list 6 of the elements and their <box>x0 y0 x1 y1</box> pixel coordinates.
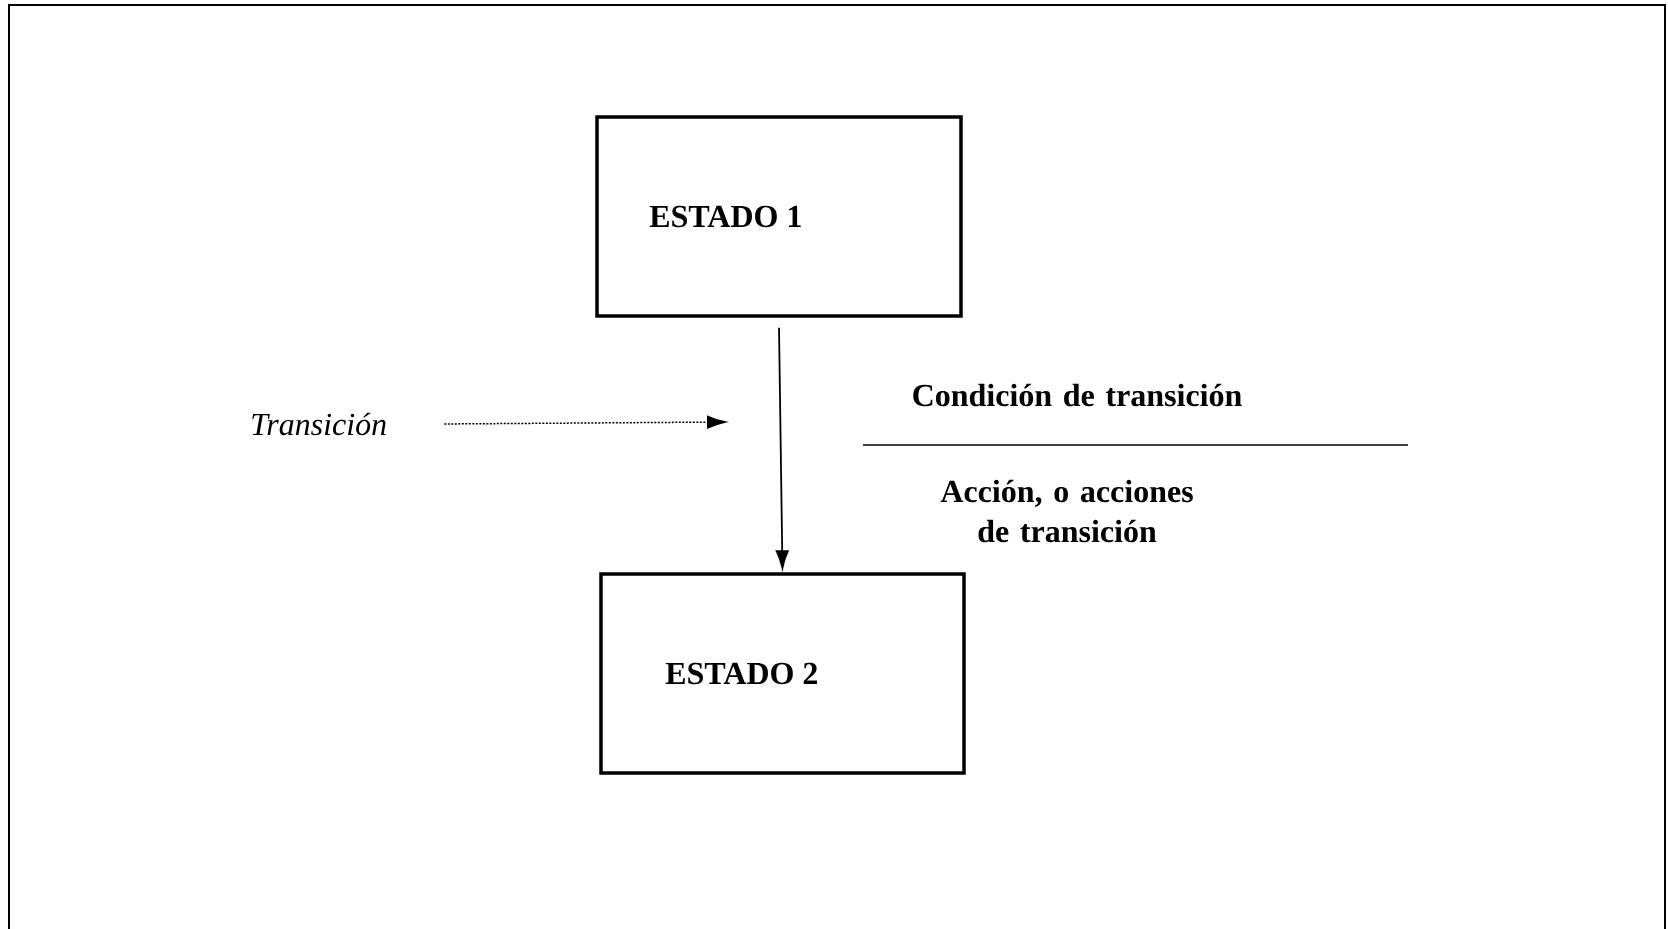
state-box: ESTADO 2 <box>599 572 966 775</box>
transition-note: Condición de transición <box>913 383 1242 407</box>
state-box: ESTADO 1 <box>595 115 963 318</box>
transition-note: Acción, o acciones de transición <box>940 479 1193 543</box>
transition-label: Transición <box>252 412 386 436</box>
dotted-arrow <box>443 415 727 429</box>
